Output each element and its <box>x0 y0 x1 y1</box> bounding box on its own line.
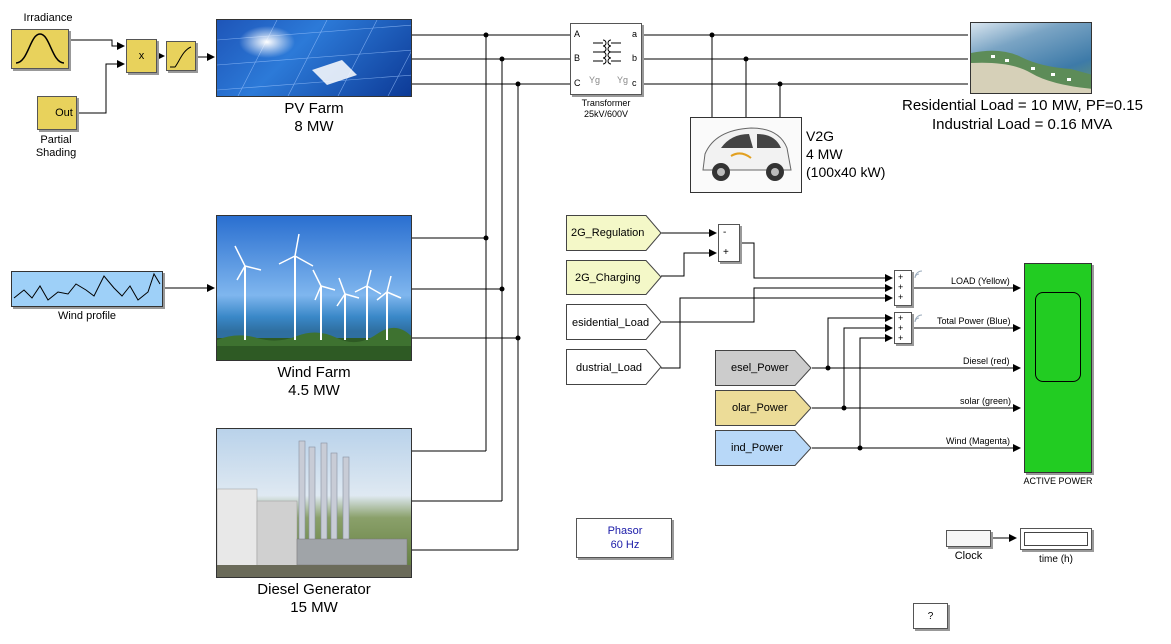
sum3-sign-2: + <box>898 323 904 333</box>
clock-block[interactable] <box>946 530 991 547</box>
solar-panel-icon <box>217 20 411 96</box>
saturation-block[interactable] <box>166 41 196 71</box>
transformer-port-B: B <box>574 53 581 63</box>
load-block[interactable] <box>970 22 1092 94</box>
help-label: ? <box>927 610 934 622</box>
sum1-sign-minus: - <box>723 227 727 238</box>
wind-turbine-icon <box>217 233 411 360</box>
bell-curve-icon <box>15 33 65 64</box>
scope-screen-icon <box>1035 292 1081 382</box>
transformer-coil-icon <box>593 39 621 65</box>
clock-label: Clock <box>954 550 983 562</box>
v2g-rating: 4 MW <box>806 146 843 162</box>
junction-dots <box>483 32 863 451</box>
wireless-icon <box>914 314 923 323</box>
sum2-sign-2: + <box>898 282 904 292</box>
wind-profile-label: Wind profile <box>57 310 117 322</box>
irradiance-label: Irradiance <box>23 12 73 24</box>
v2g-block[interactable] <box>690 117 802 193</box>
sum-block-v2g[interactable]: - + <box>718 224 740 262</box>
display-label: time (h) <box>1039 554 1073 565</box>
v2g-name: V2G <box>806 128 835 144</box>
power-plant-icon <box>217 440 411 577</box>
v2g-detail: (100x40 kW) <box>806 164 886 180</box>
phasor-line1: Phasor <box>607 525 643 537</box>
transformer-port-A: A <box>574 29 581 39</box>
tag-industrial-load[interactable]: dustrial_Load <box>576 362 643 374</box>
electric-car-icon <box>702 127 792 181</box>
saturation-curve-icon <box>170 46 192 68</box>
load-line1: Residential Load = 10 MW, PF=0.15 <box>902 97 1143 114</box>
coastal-town-icon <box>971 50 1091 93</box>
irradiance-block[interactable] <box>11 29 69 69</box>
partial-shading-block[interactable]: Out <box>37 96 77 130</box>
display-field <box>1024 532 1088 546</box>
signal-label-solar: solar (green) <box>960 396 1012 406</box>
transformer-port-b: b <box>632 53 638 63</box>
goto-tags-power <box>715 350 812 466</box>
transformer-rating: 25kV/600V <box>583 109 629 119</box>
tag-residential-load[interactable]: esidential_Load <box>572 317 650 329</box>
sum2-sign-3: + <box>898 292 904 302</box>
sum3-sign-3: + <box>898 333 904 343</box>
winding-right: Yg <box>617 75 629 85</box>
load-line2: Industrial Load = 0.16 MVA <box>932 116 1113 133</box>
tag-diesel-power[interactable]: esel_Power <box>731 362 789 374</box>
wireless-icon <box>914 270 923 279</box>
transformer-port-C: C <box>574 78 581 88</box>
transformer-port-a: a <box>632 29 638 39</box>
goto-tags-left <box>566 215 662 385</box>
transformer-label: Transformer <box>581 98 631 108</box>
partial-shading-label: Partial Shading <box>35 134 77 159</box>
wind-farm-name: Wind Farm <box>277 364 351 381</box>
transformer-port-c: c <box>632 78 637 88</box>
signal-label-total: Total Power (Blue) <box>937 316 1011 326</box>
time-display-block[interactable] <box>1020 528 1092 550</box>
pv-farm-block[interactable] <box>216 19 412 97</box>
sum-block-total[interactable]: + + + <box>894 312 912 344</box>
winding-left: Yg <box>589 75 601 85</box>
transformer-block[interactable]: A B C a b c Yg Yg <box>570 23 642 95</box>
wind-signal-icon <box>13 272 161 301</box>
tag-v2g-regulation[interactable]: 2G_Regulation <box>571 227 645 239</box>
wind-profile-block[interactable] <box>11 271 163 307</box>
tag-v2g-charging[interactable]: 2G_Charging <box>575 272 641 284</box>
phasor-line2: 60 Hz <box>610 539 640 551</box>
sum2-sign-1: + <box>898 272 904 282</box>
active-power-scope[interactable] <box>1024 263 1092 473</box>
diesel-rating: 15 MW <box>290 599 338 616</box>
signal-label-load: LOAD (Yellow) <box>951 276 1010 286</box>
diesel-generator-block[interactable] <box>216 428 412 578</box>
signal-label-wind: Wind (Magenta) <box>946 436 1011 446</box>
help-button[interactable]: ? <box>913 603 948 629</box>
scope-label: ACTIVE POWER <box>1023 476 1093 486</box>
sum-block-load[interactable]: + + + <box>894 270 912 306</box>
sum1-sign-plus: + <box>723 247 729 258</box>
out-port-label: Out <box>55 107 73 119</box>
sum3-sign-1: + <box>898 313 904 323</box>
product-block[interactable]: x <box>126 39 157 73</box>
pv-farm-name: PV Farm <box>284 100 344 117</box>
tag-solar-power[interactable]: olar_Power <box>732 402 788 414</box>
pv-farm-rating: 8 MW <box>294 118 334 135</box>
product-sign: x <box>138 50 145 62</box>
tag-wind-power[interactable]: ind_Power <box>731 442 783 454</box>
wind-farm-block[interactable] <box>216 215 412 361</box>
diesel-name: Diesel Generator <box>257 581 371 598</box>
wind-farm-rating: 4.5 MW <box>288 382 340 399</box>
powergui-phasor-block[interactable]: Phasor 60 Hz <box>576 518 672 558</box>
signal-label-diesel: Diesel (red) <box>963 356 1010 366</box>
